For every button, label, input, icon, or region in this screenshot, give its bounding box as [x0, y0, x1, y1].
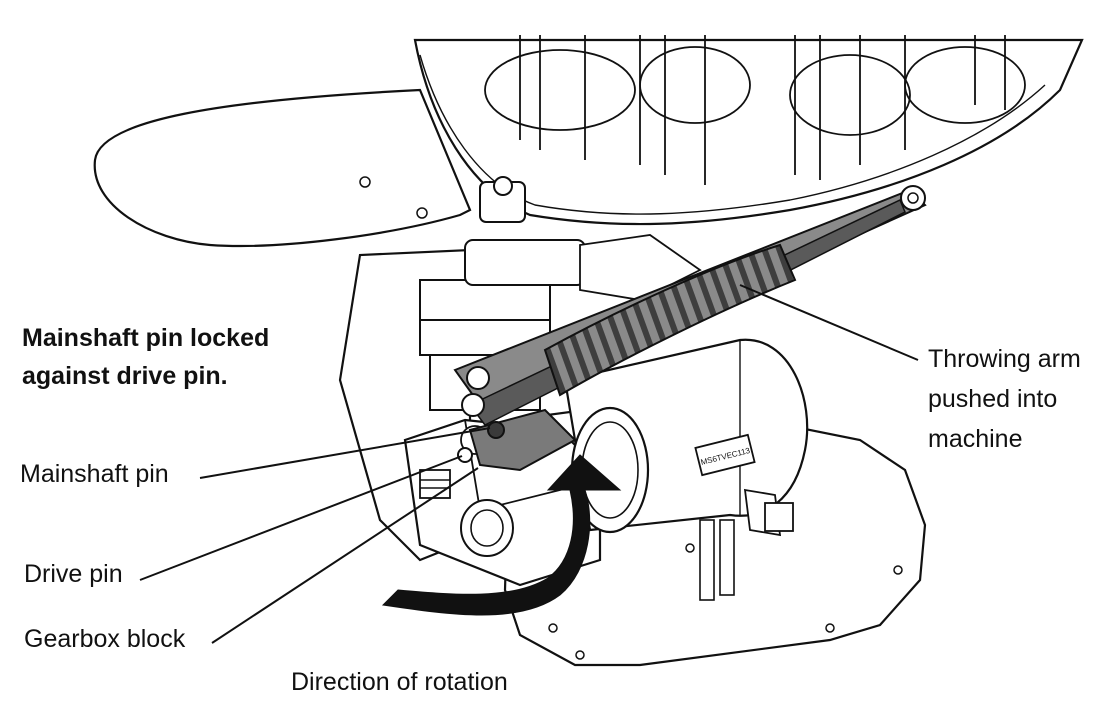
heading-line-1: Mainshaft pin locked — [22, 324, 270, 352]
label-throwing-arm-line-2: pushed into — [928, 385, 1058, 413]
upper-plate — [93, 38, 1084, 248]
leader-line-throwing-arm — [739, 284, 919, 361]
heading-text: Mainshaft pin locked against drive pin. — [22, 326, 269, 402]
label-throwing-arm: Throwing arm pushed into machine — [928, 347, 1081, 467]
leader-line-gearbox-block — [211, 467, 479, 644]
label-direction-of-rotation: Direction of rotation — [291, 668, 508, 696]
motor: MS6TVEC113 — [563, 338, 809, 601]
label-drive-pin: Drive pin — [24, 560, 123, 588]
label-mainshaft-pin: Mainshaft pin — [20, 460, 169, 488]
mainshaft-pin — [461, 366, 505, 439]
throwing-arm — [453, 185, 927, 472]
heading-line-2: against drive pin. — [22, 362, 228, 390]
ball-tubes — [484, 35, 1026, 185]
label-throwing-arm-line-1: Throwing arm — [928, 345, 1081, 373]
label-throwing-arm-line-3: machine — [928, 425, 1023, 453]
leader-line-drive-pin — [139, 455, 463, 581]
leader-line-mainshaft-pin — [199, 427, 491, 479]
drive-pin — [457, 447, 473, 463]
label-gearbox-block: Gearbox block — [24, 625, 186, 653]
rotation-arrow — [381, 454, 622, 616]
leader-lines — [139, 284, 919, 644]
